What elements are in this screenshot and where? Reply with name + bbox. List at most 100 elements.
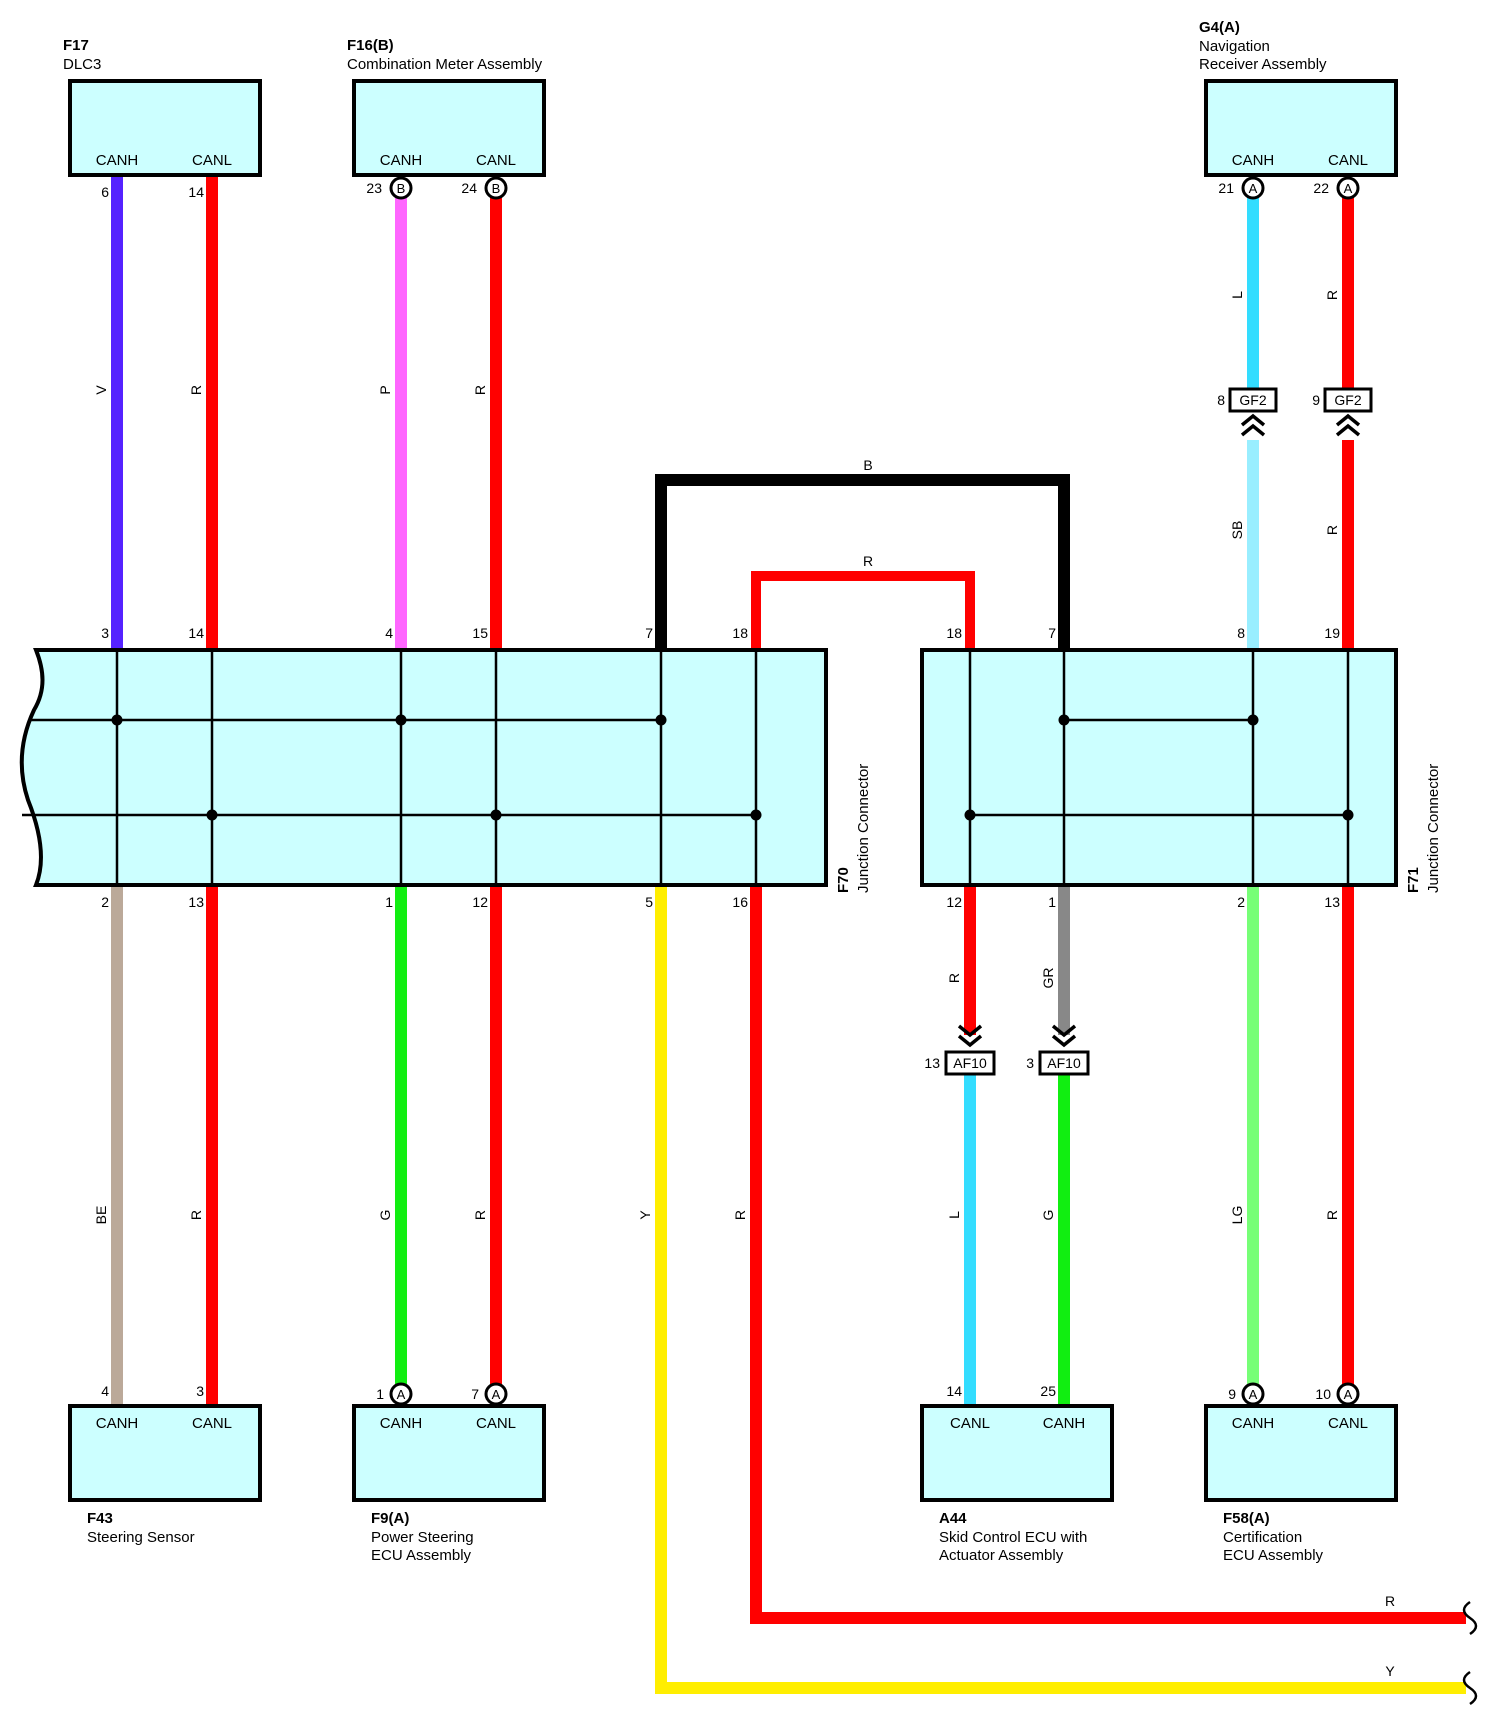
f71-code: F71 (1405, 867, 1422, 893)
wire-label-r: R (732, 1210, 748, 1220)
f43-name: Steering Sensor (87, 1529, 195, 1546)
f58-badge-h (1241, 1382, 1265, 1406)
a44-pin-num-l: 14 (946, 1383, 962, 1399)
wire-label-f58-h: LG (1229, 1206, 1245, 1225)
component-f17: F17 DLC3 CANH CANL 6 14 (63, 37, 262, 200)
wire-label-g4-h-top: L (1229, 291, 1245, 299)
af10-left-pin: 13 (924, 1055, 940, 1071)
gf2-right-pin: 9 (1312, 392, 1320, 408)
af10-left-chevron-icon (957, 1024, 983, 1048)
a44-name-2: Actuator Assembly (939, 1547, 1064, 1564)
f16-pin-num-h: 23 (366, 180, 382, 196)
f70-top-pin-5: 7 (645, 625, 653, 641)
wire-label-bridge-r: R (863, 553, 873, 569)
inline-connector-gf2-left: GF2 8 (1217, 387, 1278, 437)
wire-bridge-r (751, 571, 975, 650)
f58-badge-l-label: A (1344, 1387, 1353, 1402)
f43-pin-num-l: 3 (196, 1383, 204, 1399)
wire-label-f17-l: R (188, 385, 204, 395)
wire-label-f9-l: R (472, 1210, 488, 1220)
f9-pin-canh: CANH (380, 1415, 423, 1432)
f58-badge-h-label: A (1249, 1387, 1258, 1402)
f71-top-pin-3: 8 (1237, 625, 1245, 641)
f71-name: Junction Connector (1425, 764, 1442, 893)
f16-badge-h (389, 176, 413, 200)
f9-badge-h (389, 1382, 413, 1406)
f16-pin-canh: CANH (380, 152, 423, 169)
junction-f71: 18 7 8 19 12 1 2 13 F71 Junction Connect… (920, 625, 1442, 910)
gf2-left-pin: 8 (1217, 392, 1225, 408)
f70-bottom-pin-6: 16 (732, 894, 748, 910)
f70-bottom-pin-4: 12 (472, 894, 488, 910)
af10-left-label: AF10 (953, 1055, 987, 1071)
wire-break-symbols (1462, 1600, 1478, 1706)
g4-badge-h (1241, 176, 1265, 200)
f58-name-2: ECU Assembly (1223, 1547, 1324, 1564)
wire-label-exit-y: Y (1385, 1663, 1395, 1679)
f16-code: F16(B) (347, 37, 394, 54)
component-g4: G4(A) Navigation Receiver Assembly CANH … (1199, 19, 1398, 200)
f70-top-pin-3: 4 (385, 625, 393, 641)
f58-badge-l (1336, 1382, 1360, 1406)
wire-label-f16-h: P (377, 385, 393, 394)
inline-connector-af10-right: AF10 3 (1026, 1024, 1090, 1076)
f58-pin-num-l: 10 (1315, 1386, 1331, 1402)
wire-label-exit-r: R (1385, 1593, 1395, 1609)
gf2-right-chevron-icon (1335, 413, 1361, 437)
f71-top-pin-2: 7 (1048, 625, 1056, 641)
g4-badge-l (1336, 176, 1360, 200)
f70-bottom-pin-2: 13 (188, 894, 204, 910)
f58-name-1: Certification (1223, 1529, 1302, 1546)
g4-pin-num-h: 21 (1218, 180, 1234, 196)
break-symbol-r (1462, 1600, 1478, 1636)
g4-badge-l-label: A (1344, 181, 1353, 196)
inline-connector-gf2-right: GF2 9 (1312, 387, 1373, 437)
wire-label-y: Y (637, 1210, 653, 1220)
f17-pin-canh: CANH (96, 152, 139, 169)
f70-bottom-pin-5: 5 (645, 894, 653, 910)
wire-label-g4-l-top: R (1324, 290, 1340, 300)
f58-pin-canl: CANL (1328, 1415, 1368, 1432)
f9-name-1: Power Steering (371, 1529, 474, 1546)
g4-pin-num-l: 22 (1313, 180, 1329, 196)
component-a44: CANL CANH 14 25 A44 Skid Control ECU wit… (920, 1383, 1114, 1564)
f16-pin-canl: CANL (476, 152, 516, 169)
f17-pin-canl: CANL (192, 152, 232, 169)
f70-bottom-pin-3: 1 (385, 894, 393, 910)
f43-pin-canh: CANH (96, 1415, 139, 1432)
f43-pin-canl: CANL (192, 1415, 232, 1432)
gf2-right-label: GF2 (1334, 392, 1361, 408)
gf2-left-chevron-icon (1240, 413, 1266, 437)
f58-pin-canh: CANH (1232, 1415, 1275, 1432)
wire-r-exit (750, 885, 1466, 1624)
f16-pin-num-l: 24 (461, 180, 477, 196)
wire-y-exit (655, 885, 1466, 1694)
g4-pin-canh: CANH (1232, 152, 1275, 169)
wire-label-a44-h-top: GR (1040, 968, 1056, 989)
wire-label-f43-h: BE (93, 1206, 109, 1225)
component-f43: CANH CANL 4 3 F43 Steering Sensor (68, 1383, 262, 1546)
f9-pin-num-h: 1 (376, 1386, 384, 1402)
f70-top-pin-1: 3 (101, 625, 109, 641)
g4-pin-canl: CANL (1328, 152, 1368, 169)
f16-badge-l-label: B (492, 181, 501, 196)
f71-bottom-pin-4: 13 (1324, 894, 1340, 910)
f71-top-pin-4: 19 (1324, 625, 1340, 641)
f43-code: F43 (87, 1510, 113, 1527)
f9-badge-h-label: A (397, 1387, 406, 1402)
f9-badge-l-label: A (492, 1387, 501, 1402)
component-f58: CANH CANL 9 10 A A F58(A) Certification … (1204, 1382, 1398, 1564)
f9-name-2: ECU Assembly (371, 1547, 472, 1564)
f70-code: F70 (835, 867, 852, 893)
f16-badge-h-label: B (397, 181, 406, 196)
f70-top-pin-6: 18 (732, 625, 748, 641)
wire-label-bridge-b: B (863, 457, 872, 473)
f70-name: Junction Connector (855, 764, 872, 893)
f17-name: DLC3 (63, 56, 101, 73)
f43-pin-num-h: 4 (101, 1383, 109, 1399)
f70-bottom-pin-1: 2 (101, 894, 109, 910)
f58-pin-num-h: 9 (1228, 1386, 1236, 1402)
a44-code: A44 (939, 1510, 967, 1527)
f17-code: F17 (63, 37, 89, 54)
gf2-left-label: GF2 (1239, 392, 1266, 408)
